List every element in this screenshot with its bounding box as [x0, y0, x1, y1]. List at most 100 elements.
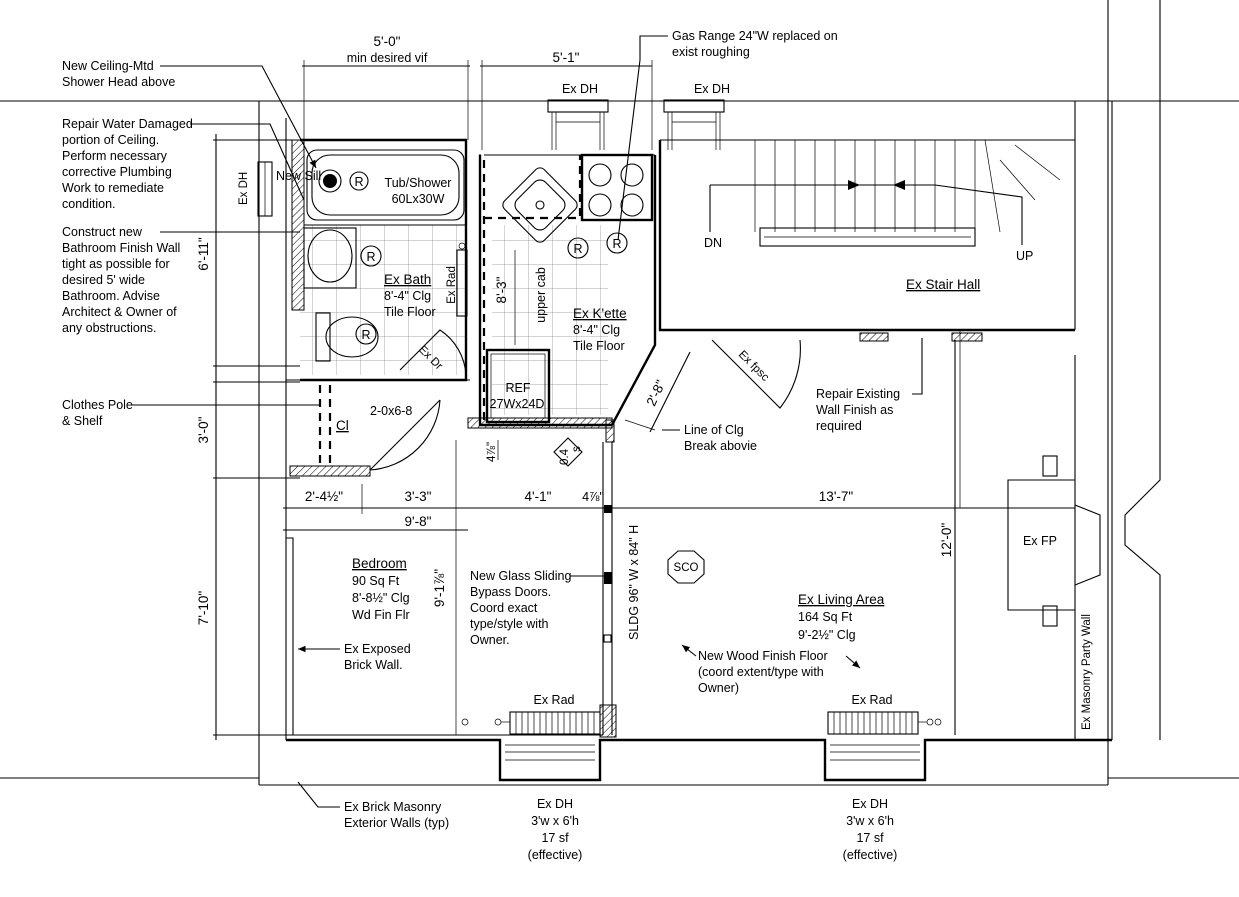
note-brick-wall: Ex Exposed Brick Wall.	[298, 642, 411, 672]
kitchenette: R R upper cab REF 27Wx24D Ex K'ette 8'-4…	[467, 153, 657, 467]
svg-text:(coord extent/type with: (coord extent/type with	[698, 665, 824, 679]
svg-text:Perform necessary: Perform necessary	[62, 149, 168, 163]
svg-text:Repair Water Damaged: Repair Water Damaged	[62, 117, 193, 131]
bedroom-name: Bedroom	[352, 556, 407, 571]
svg-text:New Wood Finish Floor: New Wood Finish Floor	[698, 649, 828, 663]
window-top-left	[547, 99, 609, 150]
svg-text:portion of Ceiling.: portion of Ceiling.	[62, 133, 159, 147]
bedroom: Bedroom 90 Sq Ft 8'-8½" Clg Wd Fin Flr	[286, 537, 603, 736]
dim-angled-wall: 2'-8"	[643, 378, 668, 409]
tub-label: Tub/Shower	[385, 176, 452, 190]
svg-text:R: R	[361, 328, 370, 342]
svg-text:Ex DH: Ex DH	[852, 797, 888, 811]
stair-name: Ex Stair Hall	[906, 277, 980, 292]
window-label-top-right: Ex DH	[694, 82, 730, 96]
dim-living-depth: 12'-0"	[939, 523, 954, 558]
dim-row-d: 4⅞"	[582, 490, 604, 504]
svg-text:Tile Floor: Tile Floor	[384, 305, 436, 319]
svg-text:type/style with: type/style with	[470, 617, 549, 631]
svg-text:164 Sq Ft: 164 Sq Ft	[798, 610, 853, 624]
note-window-right: Ex DH 3'w x 6'h 17 sf (effective)	[843, 797, 898, 862]
svg-text:(effective): (effective)	[528, 848, 583, 862]
closet-name: Cl	[336, 418, 349, 433]
svg-text:required: required	[816, 419, 862, 433]
closet: Cl 2-0x6-8	[286, 379, 470, 477]
svg-text:8'-4" Clg: 8'-4" Clg	[384, 289, 431, 303]
svg-text:Clothes Pole: Clothes Pole	[62, 398, 133, 412]
radiator-left: Ex Rad	[494, 693, 601, 735]
svg-text:New Glass Sliding: New Glass Sliding	[470, 569, 571, 583]
dim-left-bath: 6'-11"	[196, 237, 211, 271]
svg-text:9'-2½" Clg: 9'-2½" Clg	[798, 628, 856, 642]
svg-text:& Shelf: & Shelf	[62, 414, 103, 428]
dim-row-a: 2'-4½"	[305, 489, 343, 504]
svg-text:Ex fpsc: Ex fpsc	[736, 349, 771, 384]
note-window-left: Ex DH 3'w x 6'h 17 sf (effective)	[528, 797, 583, 862]
svg-text:8'-8½" Clg: 8'-8½" Clg	[352, 591, 410, 605]
sliding-door-label: SLDG 96" W x 84" H	[627, 525, 641, 640]
svg-text:17 sf: 17 sf	[541, 831, 569, 845]
dim-row-e: 13'-7"	[819, 489, 854, 504]
svg-text:90 Sq Ft: 90 Sq Ft	[352, 574, 400, 588]
bathroom: R Tub/Shower 60Lx30W R R Ex Rad Ex Bath …	[291, 138, 468, 382]
dim-top-bath-note: min desired vif	[347, 51, 428, 65]
svg-text:Ex Brick Masonry: Ex Brick Masonry	[344, 800, 442, 814]
svg-text:REF: REF	[506, 381, 531, 395]
dimension-lines	[213, 60, 1075, 740]
dim-top-kitchen: 5'-1"	[553, 50, 580, 65]
svg-text:tight as possible for: tight as possible for	[62, 257, 170, 271]
svg-text:exist roughing: exist roughing	[672, 45, 750, 59]
svg-text:R: R	[366, 250, 375, 264]
note-wood-floor: New Wood Finish Floor (coord extent/type…	[681, 644, 861, 695]
window-label-top-left: Ex DH	[562, 82, 598, 96]
dim-top-bath: 5'-0"	[374, 34, 401, 49]
svg-text:any obstructions.: any obstructions.	[62, 321, 157, 335]
dim-left-closet: 3'-0"	[196, 416, 211, 443]
svg-text:2-0x6-8: 2-0x6-8	[370, 404, 412, 418]
svg-text:Tile Floor: Tile Floor	[573, 339, 625, 353]
window-bottom-left	[505, 744, 595, 761]
window-top-right	[663, 99, 725, 150]
svg-text:New Ceiling-Mtd: New Ceiling-Mtd	[62, 59, 154, 73]
svg-text:New Sill: New Sill	[276, 169, 321, 183]
svg-text:R: R	[612, 237, 621, 251]
svg-text:Exterior Walls (typ): Exterior Walls (typ)	[344, 816, 449, 830]
dim-row-c: 4'-1"	[525, 489, 552, 504]
note-clg-break: Line of Clg Break abovie	[662, 423, 757, 453]
svg-text:Line of Clg: Line of Clg	[684, 423, 744, 437]
svg-text:60Lx30W: 60Lx30W	[392, 192, 445, 206]
window-bath: New Sill Ex DH	[238, 161, 321, 217]
svg-text:Architect & Owner of: Architect & Owner of	[62, 305, 177, 319]
svg-text:Work to remediate: Work to remediate	[62, 181, 164, 195]
svg-text:Bathroom. Advise: Bathroom. Advise	[62, 289, 160, 303]
stair-hall: DN UP Ex Stair Hall Ex fpsc	[658, 101, 1076, 409]
svg-text:SCO: SCO	[674, 562, 699, 574]
stair-up: UP	[1016, 249, 1033, 263]
dim-kitchen-depth: 8'-3"	[494, 276, 509, 303]
svg-text:Wd Fin Flr: Wd Fin Flr	[352, 608, 410, 622]
note-glass-doors: New Glass Sliding Bypass Doors. Coord ex…	[470, 569, 604, 647]
svg-text:Ex DH: Ex DH	[238, 172, 250, 205]
radiator-right: Ex Rad	[827, 693, 942, 735]
note-wall-repair: Repair Existing Wall Finish as required	[816, 338, 923, 433]
note-bath-wall: Construct new Bathroom Finish Wall tight…	[62, 225, 300, 335]
svg-text:R: R	[354, 175, 363, 189]
sliding-door: SLDG 96" W x 84" H	[599, 442, 641, 738]
svg-text:Ex FP: Ex FP	[1023, 534, 1057, 548]
svg-text:Repair Existing: Repair Existing	[816, 387, 900, 401]
kitchen-name: Ex K'ette	[573, 306, 627, 321]
svg-text:Bathroom Finish Wall: Bathroom Finish Wall	[62, 241, 180, 255]
svg-text:upper cab: upper cab	[534, 267, 548, 323]
dim-left-bedroom: 7'-10"	[196, 591, 211, 626]
svg-text:Wall Finish as: Wall Finish as	[816, 403, 893, 417]
dim-row-total: 9'-8"	[405, 514, 432, 529]
svg-text:Brick Wall.: Brick Wall.	[344, 658, 403, 672]
svg-text:Shower Head above: Shower Head above	[62, 75, 175, 89]
svg-text:3'w x 6'h: 3'w x 6'h	[531, 814, 579, 828]
living-area: Ex Living Area 164 Sq Ft 9'-2½" Clg SCO …	[667, 340, 1093, 735]
dim-row-b: 3'-3"	[405, 489, 432, 504]
bath-name: Ex Bath	[384, 272, 431, 287]
dim-pier-small: 4⅞"	[486, 442, 498, 462]
svg-text:Coord exact: Coord exact	[470, 601, 538, 615]
svg-text:desired 5' wide: desired 5' wide	[62, 273, 145, 287]
